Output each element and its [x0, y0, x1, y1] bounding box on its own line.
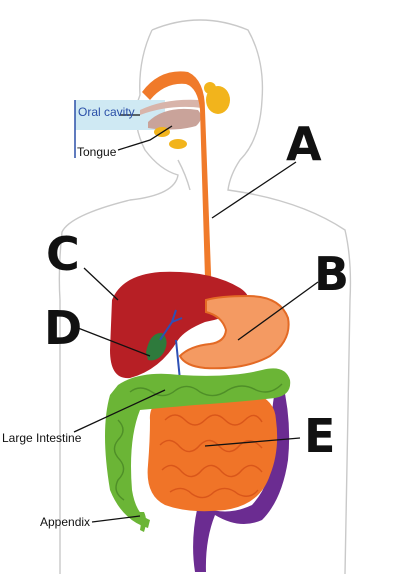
appendix-shape: [138, 512, 146, 532]
label-D: D: [44, 301, 82, 355]
large-intestine: [105, 368, 291, 528]
label-E: E: [304, 409, 335, 463]
rectum: [193, 380, 290, 572]
leader-large-intestine: [73, 389, 166, 433]
stomach: [178, 294, 290, 370]
leader-A: [211, 161, 297, 219]
tongue-shape: [148, 108, 202, 130]
leader-C: [83, 267, 119, 301]
leader-E: [204, 437, 301, 447]
gallbladder: [146, 332, 167, 361]
label-C: C: [46, 227, 80, 281]
leader-appendix: [91, 515, 141, 523]
palate-shape: [140, 99, 202, 115]
large-intestine-folds: [113, 383, 283, 501]
oral-cavity-label: Oral cavity: [78, 105, 135, 119]
body-outline: [58, 19, 352, 574]
bile-ducts: [159, 309, 183, 381]
esophagus: [142, 71, 220, 312]
leader-tongue: [117, 125, 173, 151]
label-A: A: [286, 117, 322, 171]
leader-D: [77, 327, 151, 357]
leader-B: [237, 281, 319, 341]
small-intestine-folds: [159, 414, 263, 499]
tongue-label: Tongue: [77, 145, 117, 159]
large-intestine-label: Large Intestine: [2, 431, 82, 445]
label-B: B: [314, 247, 349, 301]
appendix-label: Appendix: [40, 515, 90, 529]
